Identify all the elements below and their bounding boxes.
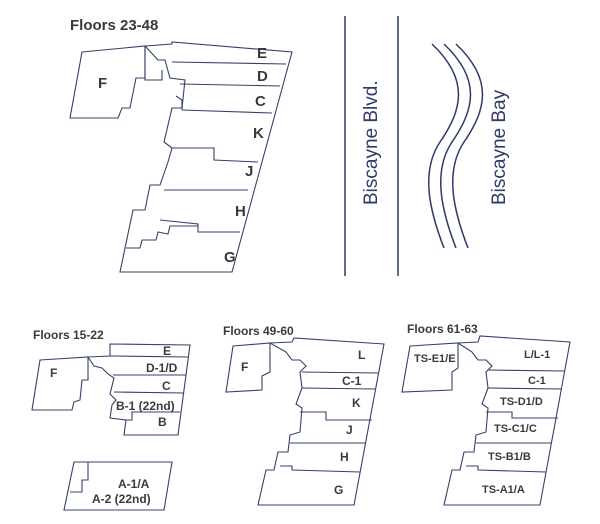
unit-label-j-49: J <box>346 423 353 437</box>
unit-label-b1-15: B-1 (22nd) <box>116 399 175 413</box>
tower-outline-a-15-22 <box>63 461 173 511</box>
divider-h-g-49 <box>280 465 361 473</box>
divider-l-c1-61 <box>487 369 565 372</box>
divider-g-inner <box>126 225 198 249</box>
unit-label-c1-49: C-1 <box>342 374 362 388</box>
unit-label-tsa1: TS-A1/A <box>482 484 525 496</box>
unit-outline-f <box>69 45 146 119</box>
divider-d-c-61 <box>486 411 558 419</box>
bay-waves: Biscayne Bay <box>428 43 510 249</box>
divider-c-b-15 <box>113 391 185 394</box>
plan-floors-15-22: Floors 15-22 F E D-1/D C B-1 (22nd) B <box>31 328 191 436</box>
unit-label-c-15: C <box>162 379 171 393</box>
unit-label-f-49: F <box>241 360 248 374</box>
plan-floors-23-48: Floors 23-48 F E D C K J H G <box>69 17 293 273</box>
divider-k-j-49 <box>300 411 372 421</box>
divider-c-notch <box>175 95 183 110</box>
divider-c1-d-61 <box>487 387 563 390</box>
unit-label-h: H <box>235 203 246 220</box>
unit-label-a1a: A-1/A <box>118 477 150 491</box>
unit-label-f: F <box>98 75 107 92</box>
unit-label-j: J <box>245 163 253 180</box>
wave-2 <box>440 43 472 249</box>
boulevard-label: Biscayne Blvd. <box>361 80 382 205</box>
divider-core <box>144 46 163 81</box>
unit-label-f-15: F <box>50 366 57 380</box>
tower-outline-61 <box>443 335 571 506</box>
unit-label-d1d-15: D-1/D <box>146 361 178 375</box>
unit-label-l-49: L <box>358 348 365 362</box>
divider-b-a-61 <box>466 465 547 473</box>
tower-outline-15-22 <box>87 343 191 436</box>
divider-d-c <box>179 83 281 87</box>
street-boulevard: Biscayne Blvd. <box>344 16 399 276</box>
divider-k-j <box>172 147 259 163</box>
divider-b-inner-15 <box>124 411 180 421</box>
unit-label-g-49: G <box>334 483 343 497</box>
unit-label-e: E <box>257 45 267 62</box>
divider-e-d <box>171 61 287 65</box>
plan-title-61-63: Floors 61-63 <box>407 322 478 336</box>
plan-title-main: Floors 23-48 <box>70 17 158 34</box>
unit-label-tsb1: TS-B1/B <box>488 451 531 463</box>
wave-3 <box>452 43 484 249</box>
unit-label-tse1: TS-E1/E <box>414 353 456 365</box>
divider-a-notch <box>70 461 89 493</box>
unit-label-k: K <box>253 125 264 142</box>
divider-c-k <box>181 109 273 114</box>
unit-label-g: G <box>224 249 236 266</box>
unit-outline-f-15-22 <box>31 356 89 411</box>
tower-outline-49 <box>257 337 385 506</box>
unit-label-tsd1: TS-D1/D <box>500 396 543 408</box>
bay-label: Biscayne Bay <box>489 89 510 205</box>
wave-1 <box>428 43 460 249</box>
unit-label-tsc1: TS-C1/C <box>494 423 537 435</box>
unit-label-ll1: L/L-1 <box>524 349 550 361</box>
unit-outline-tse1-61 <box>401 342 459 393</box>
divider-h-g <box>159 219 240 233</box>
unit-label-k-49: K <box>352 396 361 410</box>
divider-c1-k <box>301 387 377 390</box>
unit-label-a2: A-2 (22nd) <box>92 492 151 506</box>
unit-label-d: D <box>257 68 268 85</box>
unit-label-c1-61: C-1 <box>528 375 546 387</box>
plan-title-15-22: Floors 15-22 <box>33 328 104 342</box>
plan-floors-15-22-lower: A-1/A A-2 (22nd) <box>63 461 173 511</box>
plan-floors-49-60: Floors 49-60 F L C-1 K J H G <box>223 324 385 506</box>
unit-label-h-49: H <box>340 450 349 464</box>
unit-label-b-15: B <box>158 415 167 429</box>
unit-label-e-15: E <box>163 344 171 358</box>
unit-label-c: C <box>255 93 266 110</box>
tower-outline <box>119 41 293 273</box>
plan-floors-61-63: Floors 61-63 TS-E1/E L/L-1 C-1 TS-D1/D T… <box>401 322 571 506</box>
divider-e-d-15 <box>109 355 189 358</box>
plan-title-49-60: Floors 49-60 <box>223 324 294 338</box>
divider-l-c1 <box>301 371 379 374</box>
